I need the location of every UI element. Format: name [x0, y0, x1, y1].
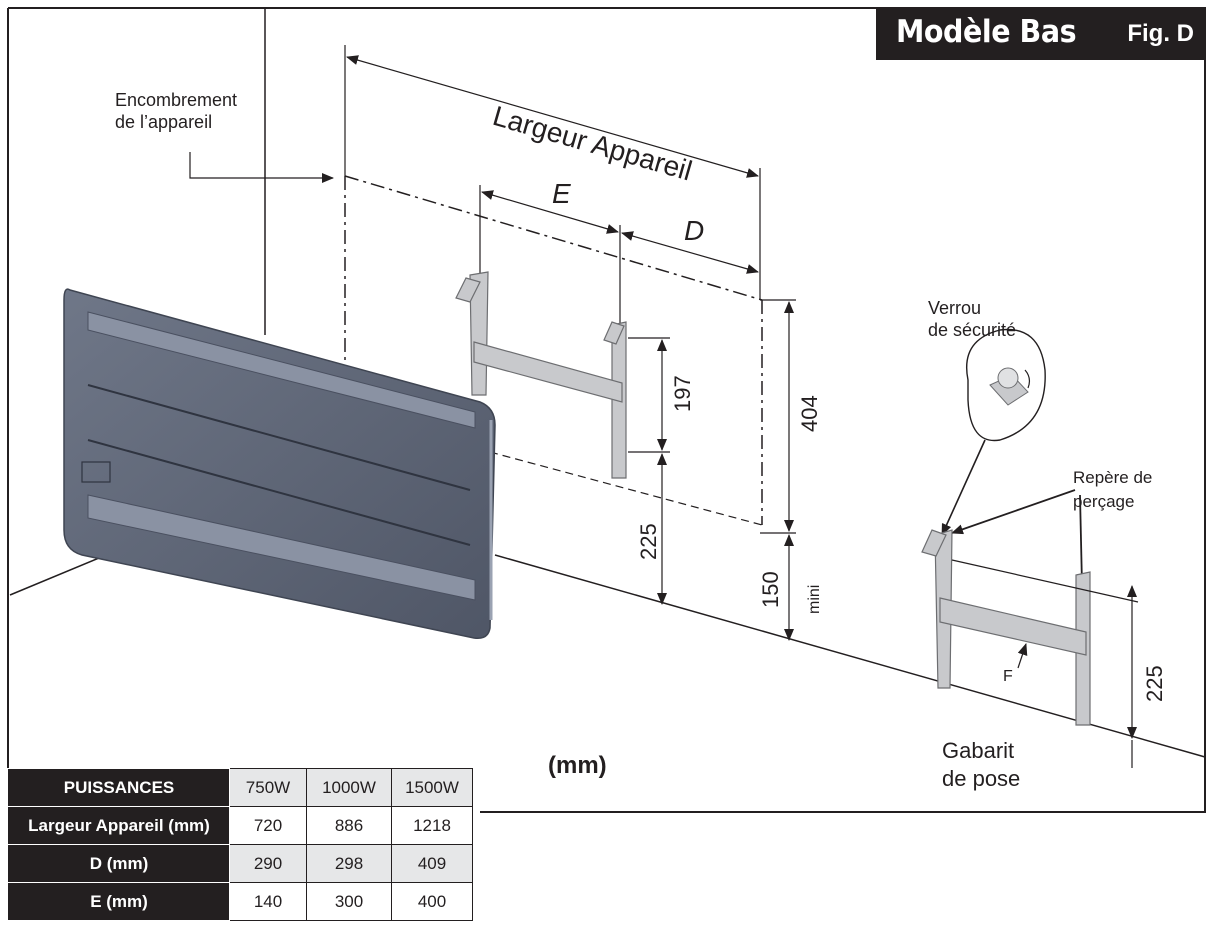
table-cell: 886 [306, 806, 392, 845]
table-cell: 300 [306, 882, 392, 921]
table-cell: 409 [391, 844, 473, 883]
table-header-cell: 1500W [391, 768, 473, 807]
table-row: D (mm) 290 298 409 [8, 844, 473, 883]
table-row-label: E (mm) [8, 882, 230, 921]
label-d: D [684, 215, 705, 246]
figure-number: Fig. D [1127, 20, 1194, 47]
envelope-outline [344, 175, 763, 525]
table-row-label: Largeur Appareil (mm) [8, 806, 230, 845]
label-225-left: 225 [636, 523, 661, 560]
label-gabarit-1: Gabarit [942, 738, 1015, 763]
table-cell: 400 [391, 882, 473, 921]
table-cell: 140 [229, 882, 307, 921]
label-f: F [1003, 668, 1013, 685]
label-225-right: 225 [1142, 665, 1167, 702]
label-verrou-2: de sécurité [928, 320, 1017, 340]
table-header-cell: 750W [229, 768, 307, 807]
largeur-dimension-line [346, 55, 759, 178]
label-encombrement-1: Encombrement [115, 90, 238, 110]
mounting-template [921, 529, 1091, 726]
table-cell: 1218 [391, 806, 473, 845]
power-table: PUISSANCES 750W 1000W 1500W Largeur Appa… [8, 768, 473, 921]
label-404: 404 [797, 395, 822, 432]
floor-line-right [494, 554, 1206, 758]
table-cell: 720 [229, 806, 307, 845]
radiator-illustration [63, 288, 496, 640]
table-cell: 298 [306, 844, 392, 883]
e-dimension-line [481, 190, 619, 234]
d-dimension-line [621, 231, 759, 274]
label-197: 197 [670, 375, 695, 412]
unit-label: (mm) [548, 752, 607, 779]
table-cell: 290 [229, 844, 307, 883]
outer-frame [7, 7, 1206, 813]
envelope-bottom-dashed [489, 451, 763, 526]
table-row: E (mm) 140 300 400 [8, 882, 473, 921]
label-repere-2: perçage [1073, 492, 1135, 511]
title-model: Modèle Bas [896, 14, 1077, 50]
table-header-cell: 1000W [306, 768, 392, 807]
table-header-cell: PUISSANCES [8, 768, 230, 807]
wall-bracket [455, 271, 627, 479]
table-header-row: PUISSANCES 750W 1000W 1500W [8, 768, 473, 807]
safety-lock-detail [966, 328, 1046, 442]
encombrement-leader [189, 152, 334, 183]
label-mini: mini [806, 584, 823, 614]
table-row-label: D (mm) [8, 844, 230, 883]
label-e: E [552, 178, 571, 209]
label-encombrement-2: de l’appareil [115, 112, 213, 132]
label-repere-1: Repère de [1073, 468, 1153, 487]
title-banner: Modèle Bas Fig. D [876, 8, 1206, 60]
label-verrou-1: Verrou [928, 298, 982, 318]
label-gabarit-2: de pose [942, 766, 1021, 791]
label-150: 150 [758, 571, 783, 608]
table-row: Largeur Appareil (mm) 720 886 1218 [8, 806, 473, 845]
